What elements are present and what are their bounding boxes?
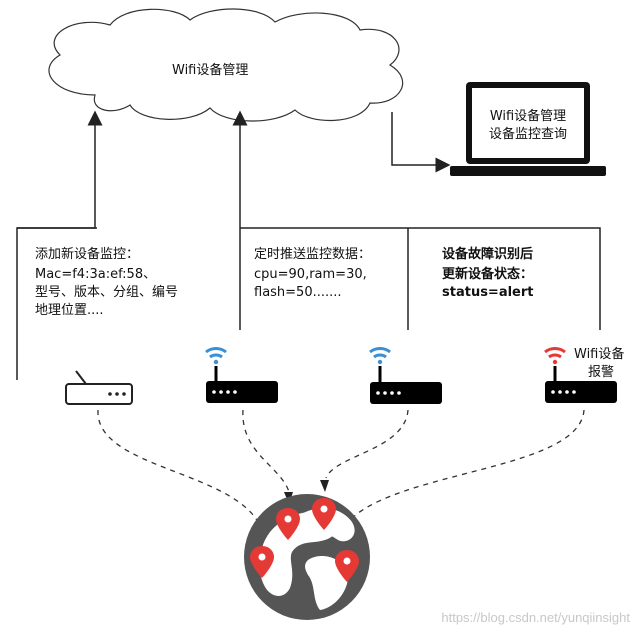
push-data-line1: 定时推送监控数据： bbox=[254, 247, 372, 262]
alarm-label-line2: 报警 bbox=[588, 365, 615, 380]
laptop-label-line2: 设备监控查询 bbox=[488, 127, 567, 142]
map-pin-icon bbox=[250, 546, 274, 578]
router-alert-icon bbox=[544, 347, 617, 403]
add-device-line1: 添加新设备监控： bbox=[35, 247, 140, 262]
cloud-shape bbox=[48, 8, 403, 122]
fault-line3: status=alert bbox=[442, 285, 534, 300]
push-data-line3: flash=50....... bbox=[254, 285, 342, 300]
cloud-label: Wifi设备管理 bbox=[172, 63, 249, 78]
laptop-icon bbox=[450, 82, 606, 176]
map-pin-icon bbox=[312, 498, 336, 530]
laptop-label-line1: Wifi设备管理 bbox=[489, 109, 567, 124]
fault-line2: 更新设备状态： bbox=[442, 267, 534, 282]
push-data-line2: cpu=90,ram=30, bbox=[254, 267, 367, 282]
watermark-text: https://blog.csdn.net/yunqiinsight bbox=[441, 610, 630, 625]
map-pin-icon bbox=[276, 508, 300, 540]
add-device-line4: 地理位置.... bbox=[35, 303, 104, 318]
router-white-icon bbox=[65, 370, 133, 405]
map-pin-icon bbox=[335, 550, 359, 582]
add-device-line2: Mac=f4:3a:ef:58、 bbox=[35, 267, 157, 282]
alarm-label-line1: Wifi设备 bbox=[574, 347, 625, 362]
map-pins bbox=[250, 498, 359, 582]
add-device-arrow bbox=[16, 110, 103, 380]
globe-icon bbox=[244, 494, 370, 620]
router-2-icon bbox=[205, 347, 278, 403]
fault-line1: 设备故障识别后 bbox=[442, 247, 534, 262]
router-3-icon bbox=[369, 347, 442, 404]
dashed-connections bbox=[97, 409, 585, 531]
cloud-to-laptop-arrow bbox=[391, 112, 451, 173]
add-device-line3: 型号、版本、分组、编号 bbox=[35, 285, 179, 300]
